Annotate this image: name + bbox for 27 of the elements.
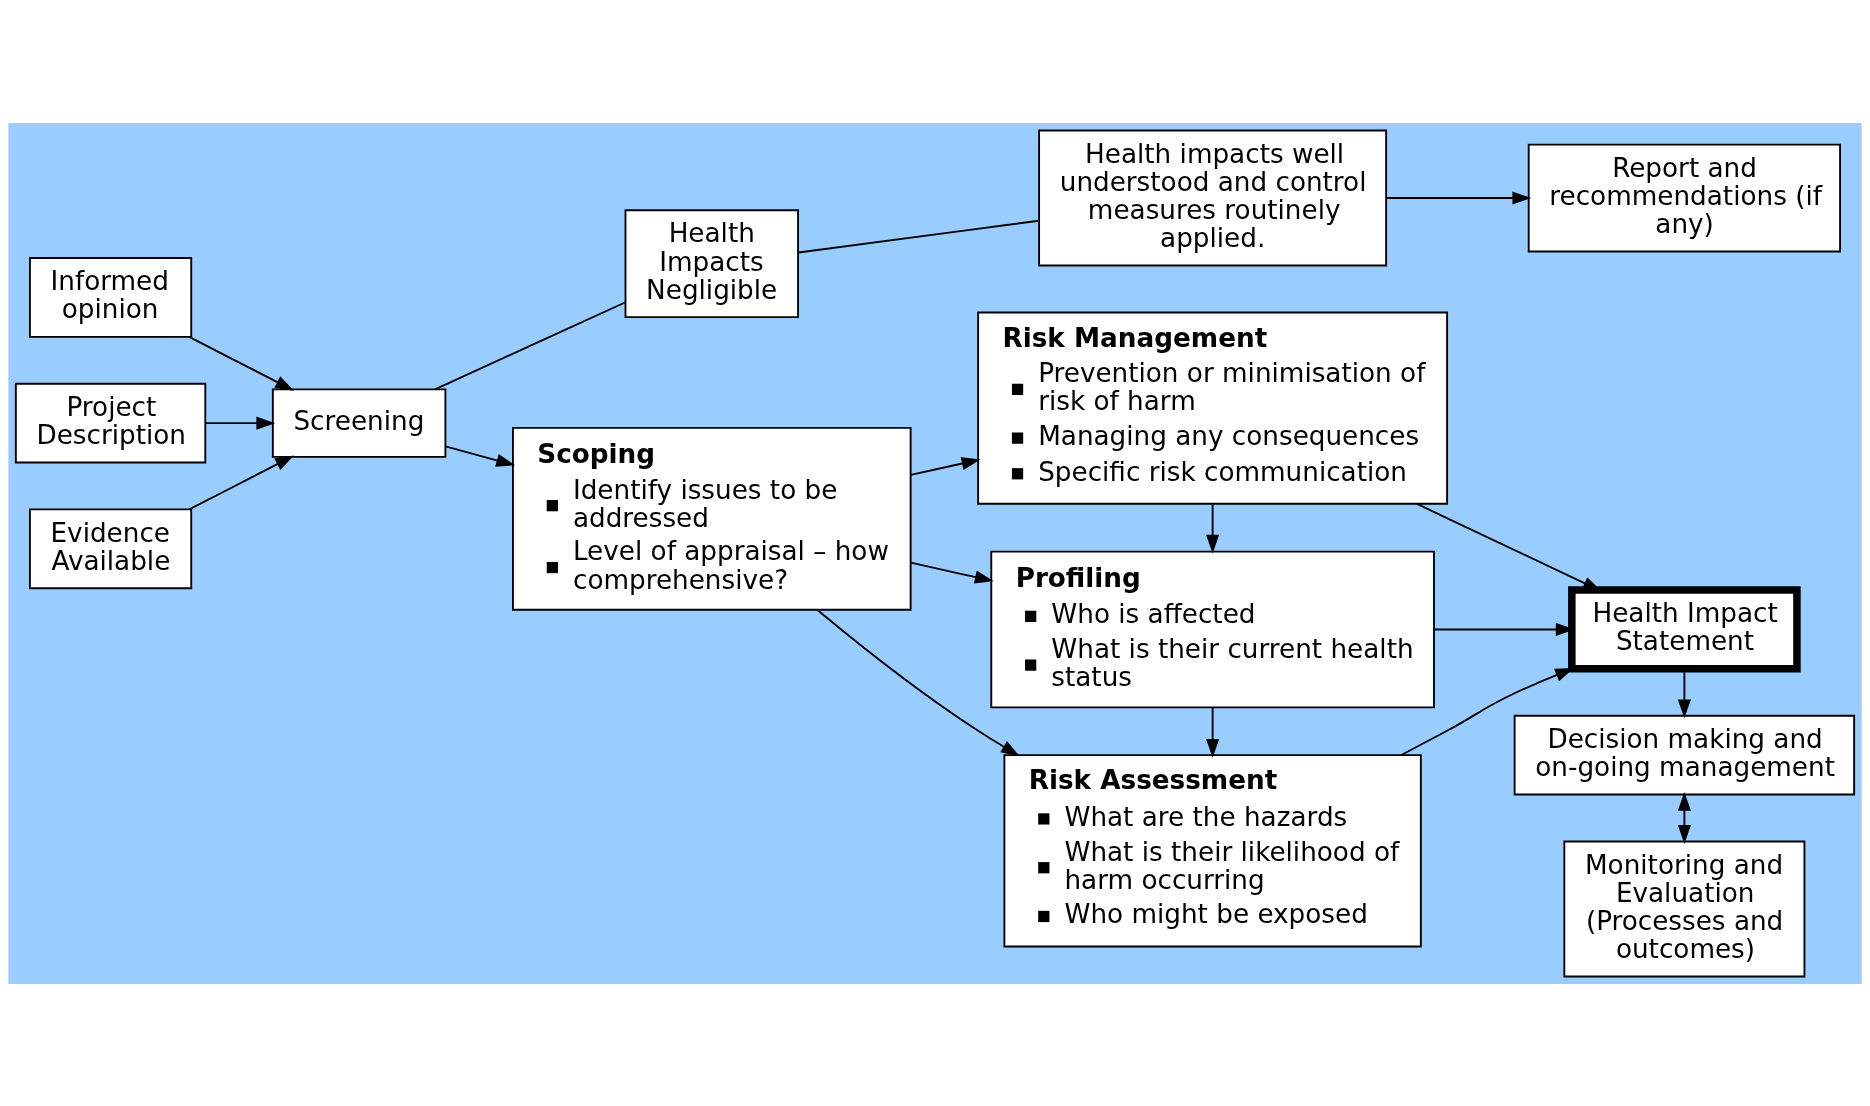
arrow [909,456,981,476]
connector [434,301,626,390]
arrow [909,561,994,583]
arrow [444,444,516,467]
node-box: Informed opinion [29,256,193,338]
connector [797,219,1040,253]
node-box: Risk Management Prevention or minimisation of risk of harm Managing any consequences Specific risk communication [977,311,1449,505]
node-box: Project Description [14,382,207,463]
arrow [204,416,276,430]
arrow [816,608,1020,756]
arrow [1206,502,1220,554]
node-box: Scoping Identify issues to be addressed Level of appraisal – how comprehensive? [512,426,912,611]
node-box: Screening [271,387,447,458]
node-box: Risk Assessment What are the hazards What is their likelihood of harm occurring Who might be exposed [1003,753,1422,947]
node-box: Health Impact Statement [1568,585,1801,673]
node-box: Decision making and on-going management [1513,714,1856,795]
arrow [1206,705,1220,758]
node-box: Evidence Available [29,508,193,589]
node-box: Health impacts well understood and control measures routinely applied. [1038,129,1388,266]
arrow [188,455,294,510]
node-box: Health Impacts Negligible [624,208,799,318]
arrow [1677,791,1691,844]
arrow [1385,190,1532,205]
arrow [188,335,294,391]
node-box: Monitoring and Evaluation (Processes and outcomes) [1563,840,1806,977]
node-box: Profiling Who is affected What is their current health status [990,550,1435,708]
node-box: Report and recommendations (if any) [1527,143,1841,252]
